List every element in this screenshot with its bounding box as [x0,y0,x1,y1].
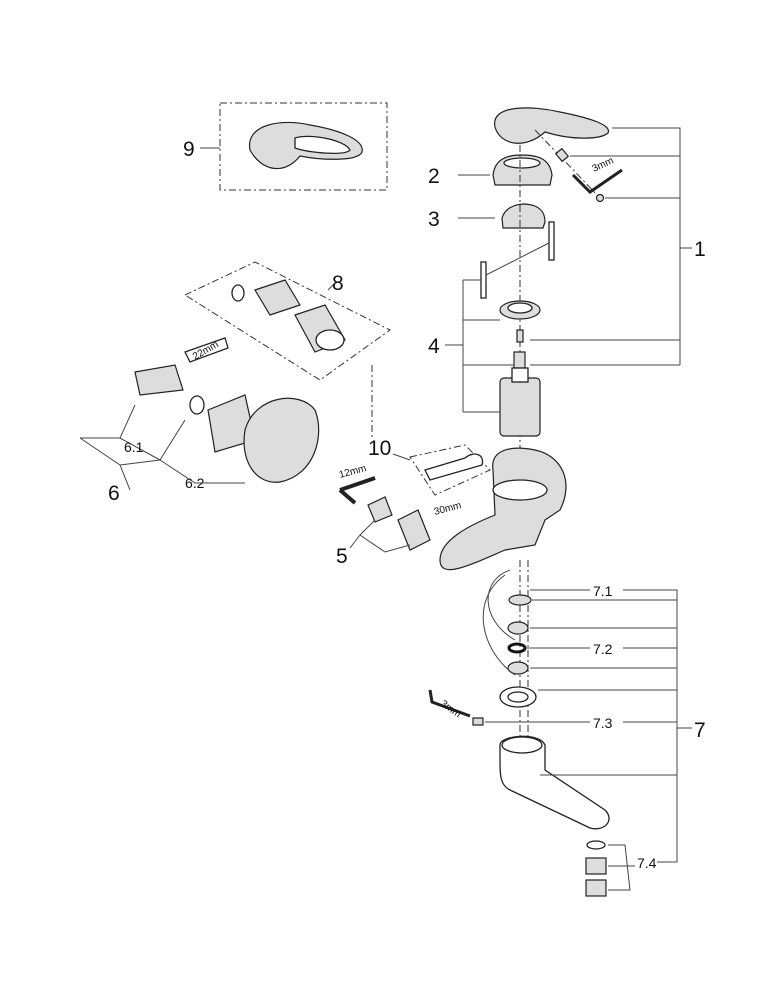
label-7-3: 7.3 [593,715,613,731]
label-3: 3 [428,208,440,231]
label-9: 9 [183,138,195,161]
tool-size-12mm: 12mm [338,463,368,481]
mixer-body [439,447,567,571]
part-9-handle-option [200,102,388,191]
part-3-adapter [458,203,546,229]
part-2-cap [458,154,553,186]
part-7-spout-assembly: 3mm [428,560,692,897]
label-2: 2 [428,165,440,188]
label-7: 7 [694,719,706,742]
label-10: 10 [368,437,391,460]
label-6-2: 6.2 [185,475,205,491]
tool-size-30mm: 30mm [433,500,463,518]
label-1: 1 [694,238,706,261]
part-6-connection: 22mm [79,337,320,491]
tool-size-22mm: 22mm [191,339,221,362]
part-5-nipple-and-nut: 12mm [338,463,431,553]
label-8: 8 [332,272,344,295]
bracket-1 [530,127,692,366]
tool-size-3mm-top: 3mm [591,155,616,174]
part-10-wrench: 30mm [392,444,491,518]
label-6-1: 6.1 [124,439,144,455]
label-7-2: 7.2 [593,641,613,657]
label-5: 5 [336,545,348,568]
label-7-1: 7.1 [593,583,613,599]
part-lever-handle: 3mm [494,107,623,203]
label-7-4: 7.4 [637,855,657,871]
tool-size-3mm-spout: 3mm [438,698,463,720]
part-8-extension-set [183,261,391,440]
label-4: 4 [428,335,440,358]
part-4-screws-and-cartridge [445,221,555,437]
label-6: 6 [108,482,120,505]
